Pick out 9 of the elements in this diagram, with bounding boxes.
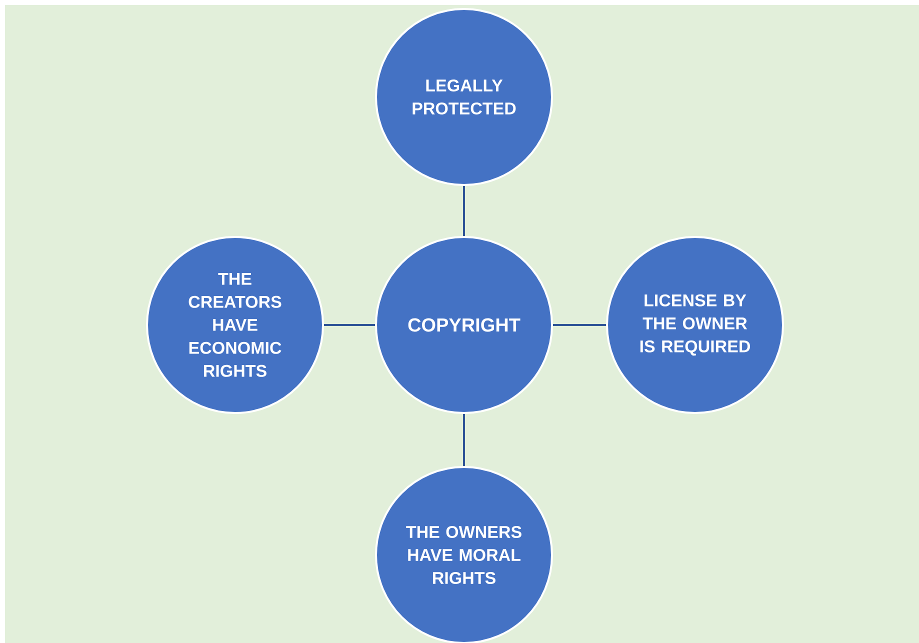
connector-line xyxy=(463,414,465,466)
circle-node: THE OWNERS HAVE MORAL RIGHTS xyxy=(375,466,553,643)
circle-node: LEGALLY PROTECTED xyxy=(375,8,553,186)
circle-node: COPYRIGHT xyxy=(375,236,553,414)
circle-node: THE CREATORS HAVE ECONOMIC RIGHTS xyxy=(146,236,324,414)
circle-node: LICENSE BY THE OWNER IS REQUIRED xyxy=(606,236,784,414)
connector-line xyxy=(324,324,375,326)
connector-line xyxy=(553,324,606,326)
connector-line xyxy=(463,186,465,236)
